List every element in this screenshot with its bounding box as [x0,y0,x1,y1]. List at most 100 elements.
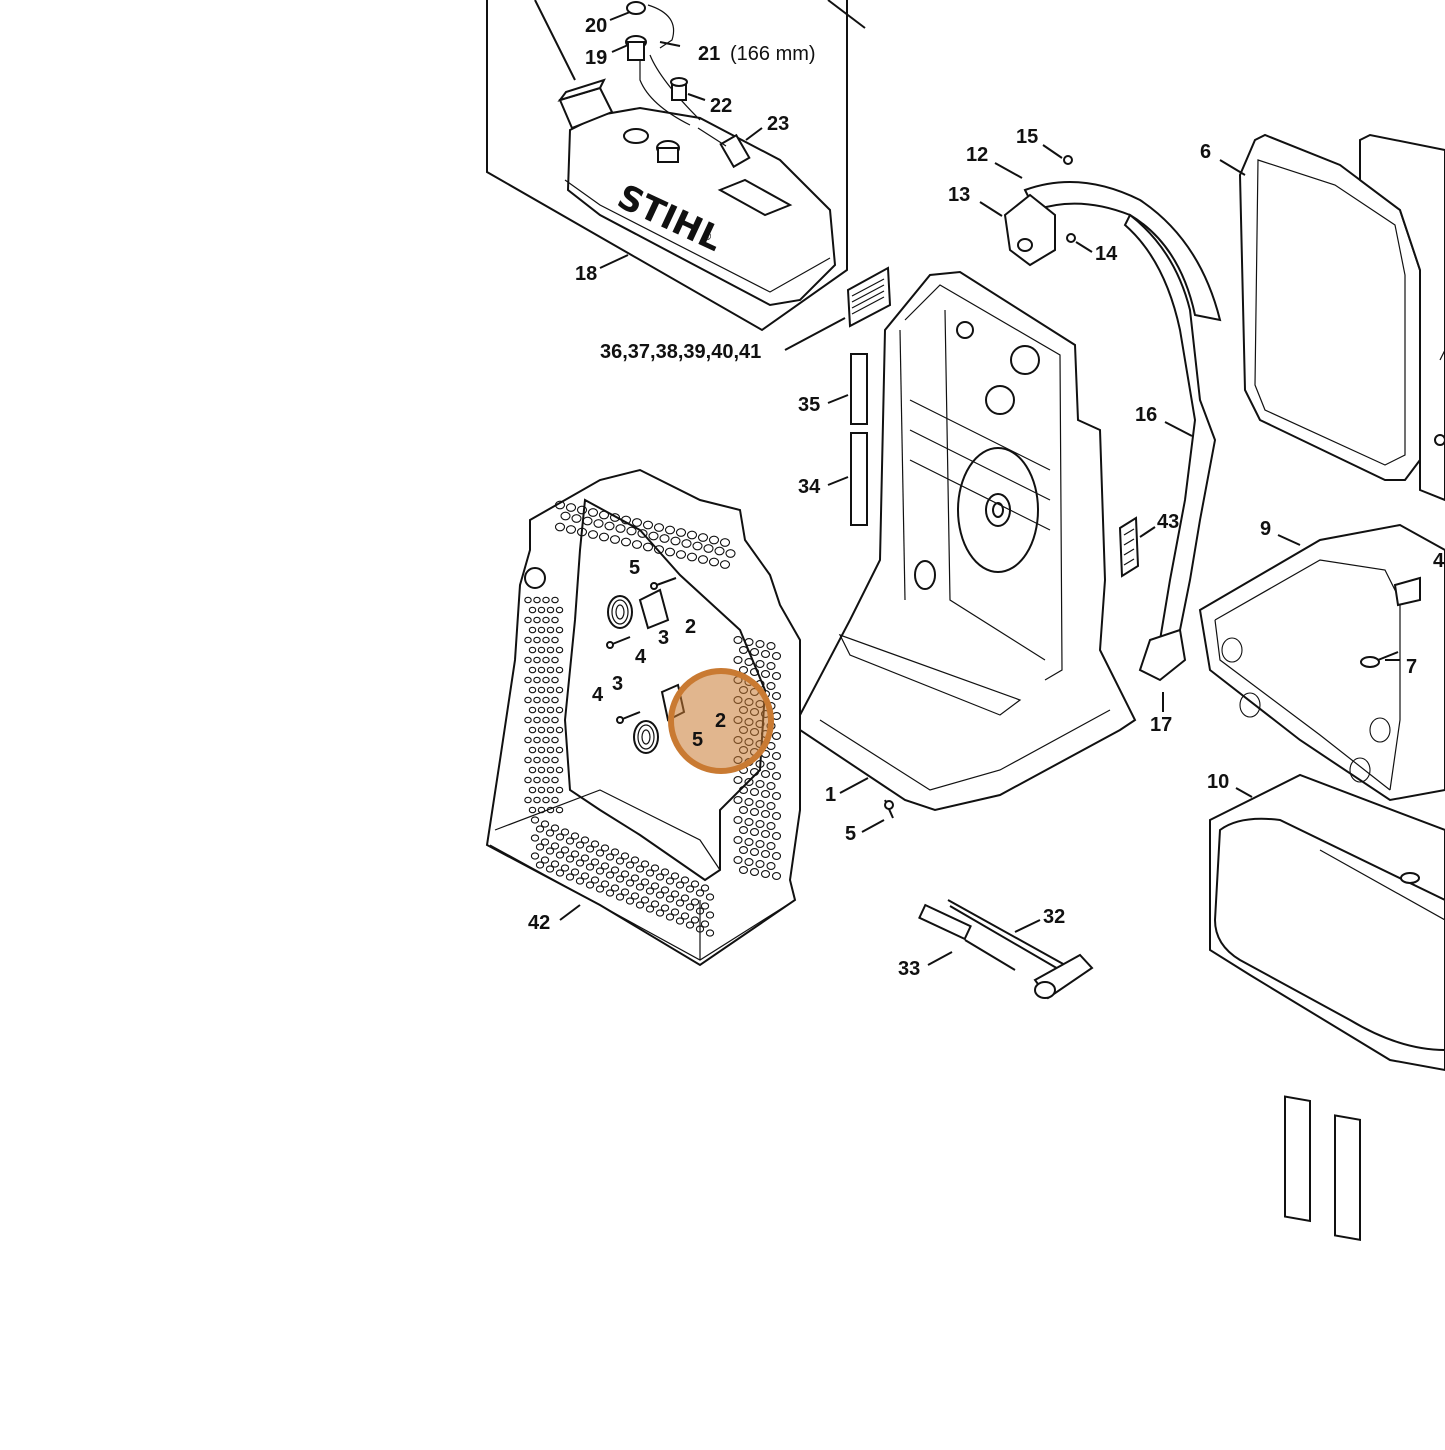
engine-housing-10[interactable] [1209,773,1445,1241]
perforation-hole [585,863,595,871]
label-5-upper[interactable]: 5 [629,557,640,579]
label-1[interactable]: 1 [825,784,836,806]
label-3-upper[interactable]: 3 [658,627,669,649]
perforation-hole [560,828,570,836]
sticker-35[interactable] [850,353,868,425]
perforation-hole [690,880,700,888]
screw-upper-5[interactable] [650,577,677,590]
perforation-hole [546,806,555,814]
combination-wrench[interactable] [947,899,1094,1000]
label-6[interactable]: 6 [1200,141,1211,163]
perforation-hole [615,893,625,901]
screw-14[interactable] [1066,233,1076,243]
fuel-tank-group[interactable]: STIHL ® [486,0,866,332]
perforation-hole [546,626,555,634]
perforation-hole [749,828,760,836]
perforation-hole [630,874,640,882]
screw-15[interactable] [1063,155,1073,165]
label-15[interactable]: 15 [1016,126,1038,148]
perforation-hole [738,646,749,654]
spring-lower[interactable] [633,720,659,754]
label-34[interactable]: 34 [798,476,821,498]
perforation-hole [528,746,537,754]
perforation-hole [703,544,714,553]
label-19[interactable]: 19 [585,47,607,69]
perforation-hole [615,875,625,883]
sticker-43[interactable] [1118,516,1140,578]
label-21-note: (166 mm) [730,43,816,65]
perforation-hole [546,646,555,654]
perforation-hole [537,686,546,694]
perforation-hole [664,547,676,557]
screw-lower-4[interactable] [616,711,641,724]
label-33[interactable]: 33 [898,958,920,980]
perforation-hole [524,736,532,744]
label-13[interactable]: 13 [948,184,970,206]
screw-7[interactable] [1360,651,1399,668]
perforation-hole [528,786,537,794]
label-23[interactable]: 23 [767,113,789,135]
label-7[interactable]: 7 [1406,656,1417,678]
perforation-hole [749,868,760,876]
label-9[interactable]: 9 [1260,518,1271,540]
label-35[interactable]: 35 [798,394,820,416]
highlight-marker[interactable] [668,668,774,774]
perforation-hole [635,901,645,909]
perforation-hole [744,798,754,806]
back-padding[interactable] [1238,133,1445,502]
engine-housing-9[interactable] [1198,523,1445,802]
perforation-hole [635,883,645,891]
sticker-34[interactable] [850,432,868,526]
perforation-hole [537,726,546,734]
label-5-bottom[interactable]: 5 [845,823,856,845]
perforation-hole [600,880,610,888]
label-36-41[interactable]: 36,37,38,39,40,41 [600,341,761,363]
perforation-hole [610,848,620,856]
label-4-upper[interactable]: 4 [635,646,647,668]
perforation-hole [766,682,776,690]
label-2-lower[interactable]: 2 [715,710,726,732]
label-10[interactable]: 10 [1207,771,1229,793]
perforation-hole [755,820,765,828]
perforation-hole [605,853,615,861]
label-3-lower[interactable]: 3 [612,673,623,695]
label-18[interactable]: 18 [575,263,597,285]
perforation-hole [546,606,555,614]
label-sticker[interactable] [846,266,892,328]
backplate-frame[interactable] [799,270,1137,812]
perforation-hole [680,876,690,884]
perforation-hole [554,522,566,532]
screw-5-lower[interactable] [884,799,894,819]
label-16[interactable]: 16 [1135,404,1157,426]
label-22[interactable]: 22 [710,95,732,117]
perforation-hole [697,555,709,564]
label-17[interactable]: 17 [1150,714,1172,736]
perforation-hole [660,904,670,912]
perforation-hole [771,692,782,700]
perforation-hole [537,626,546,634]
perforation-hole [533,776,541,784]
label-5-lower[interactable]: 5 [692,729,703,751]
perforation-hole [708,557,720,567]
label-43[interactable]: 43 [1157,511,1179,533]
label-12[interactable]: 12 [966,144,988,166]
label-42[interactable]: 42 [528,912,550,934]
bracket-upper[interactable] [638,588,670,630]
label-32[interactable]: 32 [1043,906,1065,928]
perforation-hole [593,519,604,528]
label-4-lower[interactable]: 4 [592,684,604,706]
label-2-upper[interactable]: 2 [685,616,696,638]
screw-upper-4[interactable] [606,636,631,649]
perforation-hole [681,539,692,548]
spring-upper[interactable] [607,595,633,629]
label-4-right[interactable]: 4 [1433,550,1445,572]
label-14[interactable]: 14 [1095,243,1118,265]
perforation-hole [670,536,681,546]
label-21[interactable]: 21 [698,43,720,65]
screwdriver[interactable] [918,903,1016,971]
perforation-hole [524,796,532,804]
perforation-hole [560,846,570,854]
strap-fitting[interactable] [1003,193,1056,267]
label-20[interactable]: 20 [585,15,607,37]
shoulder-strap[interactable] [1023,181,1222,682]
